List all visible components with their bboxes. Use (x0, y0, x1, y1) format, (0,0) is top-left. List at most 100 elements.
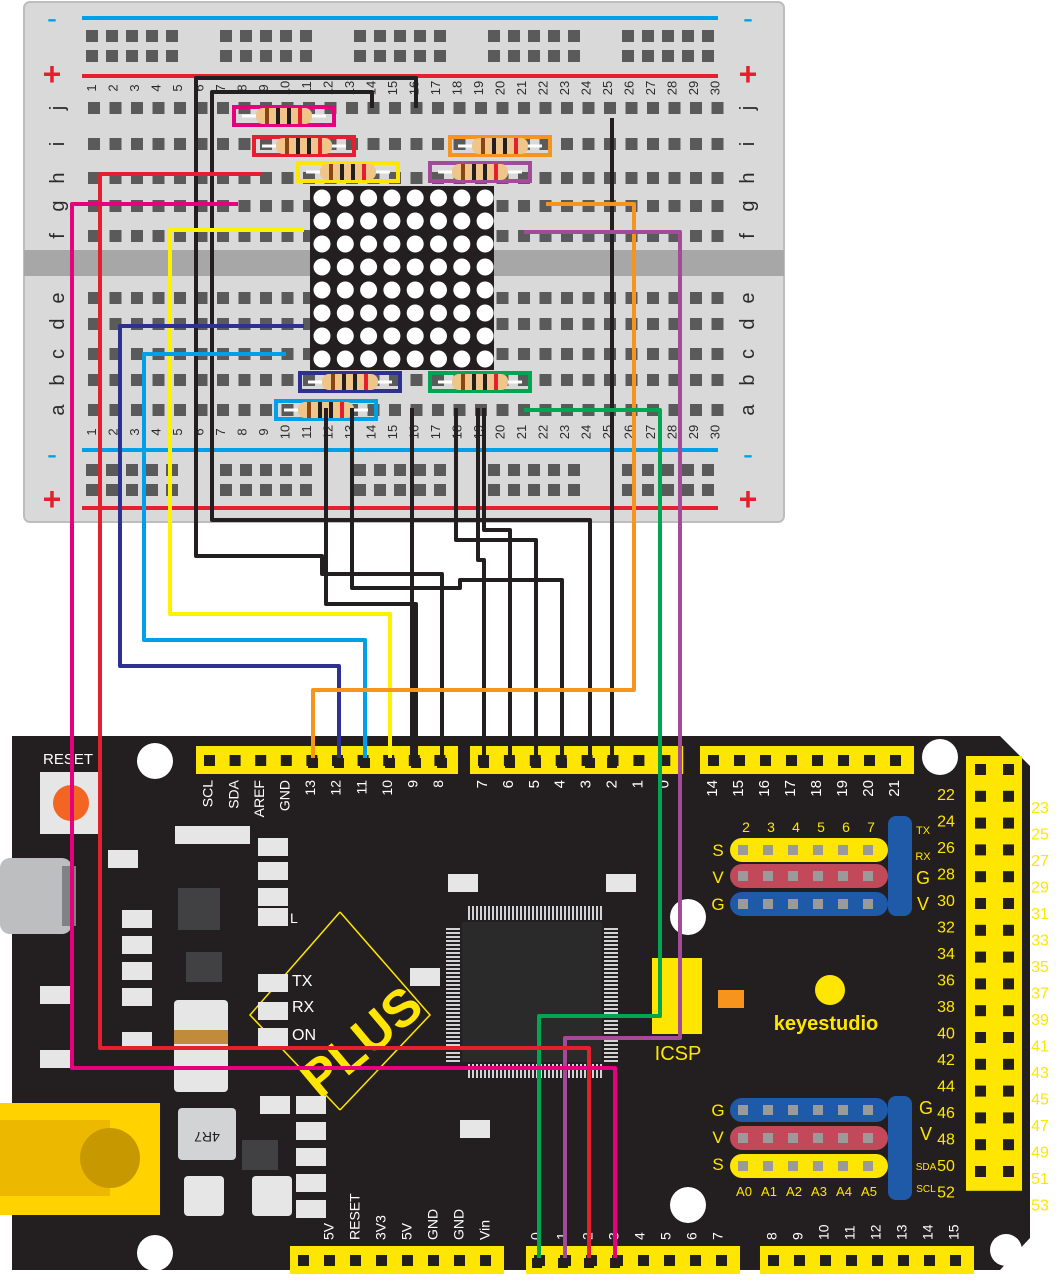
digital-pin-label: 13 (894, 1224, 910, 1240)
header-pin-label: 9 (405, 780, 421, 788)
digital-pin-label: 8 (764, 1232, 780, 1240)
jumper-wire (454, 408, 538, 762)
smd-component (122, 936, 152, 954)
matrix-led (360, 189, 378, 207)
resistor-lead-marker (296, 161, 400, 183)
jumper-wire (350, 408, 564, 762)
matrix-led (453, 304, 471, 322)
column-number-bottom: 20 (493, 425, 508, 439)
pwm-pin-number: 7 (867, 819, 875, 835)
pwm-pin-number: 2 (742, 819, 750, 835)
matrix-led (476, 281, 494, 299)
jumper-wire (118, 324, 341, 762)
header-pin-label: 38 (937, 999, 955, 1016)
matrix-led (360, 212, 378, 230)
column-number-top: 30 (708, 81, 723, 95)
smd-component (40, 986, 70, 1004)
row-letter: h (47, 172, 69, 183)
header-pin-label: 28 (937, 867, 955, 884)
header-pin-label: 45 (1031, 1092, 1049, 1109)
digital-pin-label: 4 (632, 1232, 648, 1240)
header-pin-label: 27 (1031, 853, 1049, 870)
column-number-top: 22 (536, 81, 551, 95)
header-pin-label: 26 (937, 840, 955, 857)
column-number-bottom: 2 (106, 428, 121, 435)
smd-component (122, 962, 152, 980)
matrix-led (476, 258, 494, 276)
led-label-rx: RX (292, 999, 315, 1016)
column-number-bottom: 15 (385, 425, 400, 439)
resistor (320, 164, 376, 180)
main-processor (462, 922, 602, 1062)
analog-row-label: G (711, 1101, 724, 1120)
header-pin-label: 24 (937, 814, 955, 831)
column-number-bottom: 7 (213, 428, 228, 435)
pwm-side-label: G (916, 868, 930, 888)
pwm-row-label: S (712, 841, 723, 860)
jumper-wire (70, 202, 617, 1262)
matrix-led (476, 304, 494, 322)
smd-component (460, 1120, 490, 1138)
digital-pin-label: 12 (868, 1224, 884, 1240)
mount-hole (137, 1235, 173, 1271)
header-pin-label: 51 (1031, 1171, 1049, 1188)
column-number-top: 19 (471, 81, 486, 95)
matrix-led (360, 235, 378, 253)
jumper-wire (194, 76, 444, 762)
smd-component (296, 1174, 326, 1192)
matrix-led (453, 258, 471, 276)
matrix-led (430, 235, 447, 253)
matrix-led (453, 189, 471, 207)
matrix-led (406, 304, 424, 322)
header-pin-label: 52 (937, 1185, 955, 1202)
column-number-top: 6 (192, 84, 207, 91)
matrix-led (313, 189, 331, 207)
column-number-top: 21 (514, 81, 529, 95)
matrix-led (360, 304, 378, 322)
header-pin-label: 36 (937, 973, 955, 990)
column-number-bottom: 14 (364, 425, 379, 439)
jumper-wire (476, 408, 486, 762)
column-number-bottom: 4 (149, 428, 164, 435)
column-number-top: 9 (256, 84, 271, 91)
matrix-led (336, 258, 354, 276)
matrix-led (336, 304, 354, 322)
smd-component (122, 988, 152, 1006)
row-letter: j (47, 106, 69, 111)
matrix-led (430, 281, 447, 299)
header-pin-label: 49 (1031, 1145, 1049, 1162)
digital-pin-label: 9 (790, 1232, 806, 1240)
jumper-wire (324, 408, 418, 762)
pwm-side-label: TX (916, 825, 931, 837)
digital-pin-label: 11 (842, 1225, 858, 1240)
row-letter: c (47, 349, 69, 359)
digital-pin-label: 0 (528, 1232, 544, 1240)
matrix-led (453, 235, 471, 253)
matrix-led (336, 350, 354, 368)
matrix-led (313, 350, 331, 368)
resistor-lead-marker (428, 371, 532, 393)
header-pin-label: 13 (302, 780, 318, 796)
rail-plus-bottom-right: + (739, 481, 758, 517)
header-pin-label: 19 (834, 780, 851, 797)
matrix-led (313, 258, 331, 276)
column-number-bottom: 6 (192, 428, 207, 435)
matrix-led (476, 189, 494, 207)
row-letter: i (47, 142, 69, 146)
row-letter: a (47, 404, 69, 416)
header-pin-label: AREF (251, 780, 267, 817)
analog-row-label: V (712, 1128, 724, 1147)
analog-pin-number: A0 (736, 1184, 752, 1199)
smd-component (296, 1122, 326, 1140)
column-number-top: 25 (600, 81, 615, 95)
jumper-wire (524, 408, 662, 1262)
matrix-led (313, 212, 331, 230)
digital-pin-label: 1 (554, 1232, 570, 1240)
header-pin-label: GND (277, 780, 293, 811)
header-pin-label: 21 (886, 780, 903, 797)
resistor (472, 138, 528, 154)
header-pin-label: 10 (379, 780, 395, 796)
matrix-led (453, 212, 471, 230)
matrix-led (383, 189, 401, 207)
jumper-wire (311, 202, 636, 762)
